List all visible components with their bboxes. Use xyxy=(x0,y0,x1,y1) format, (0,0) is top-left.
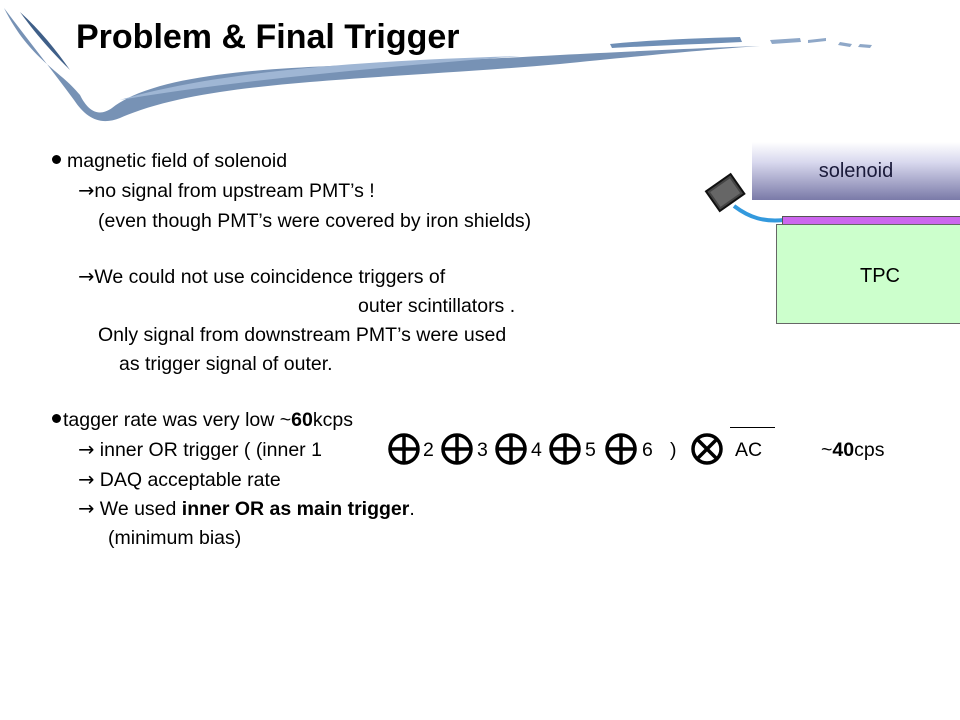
oplus-icon xyxy=(388,433,420,465)
pmt-icon xyxy=(704,172,785,223)
oplus-icon xyxy=(549,433,581,465)
text-coincidence: We could not use coincidence triggers of xyxy=(94,266,446,288)
inner-number-4: 4 xyxy=(531,439,542,461)
text-tagger-rate: tagger rate was very low ~ xyxy=(63,409,292,431)
otimes-icon xyxy=(691,433,723,465)
tpc-block xyxy=(776,224,960,324)
line-no-signal: →no signal from upstream PMT’s ! xyxy=(78,179,375,203)
trigger-rate-prefix: ~ xyxy=(821,439,833,461)
inner-number-2: 2 xyxy=(423,439,434,461)
text-inner-or: inner OR trigger ( (inner 1 xyxy=(99,439,322,461)
arrow-icon: → xyxy=(78,179,95,202)
bullet-line-magnetic: magnetic field of solenoid xyxy=(52,149,287,173)
solenoid-label: solenoid xyxy=(818,160,894,182)
oplus-icon xyxy=(441,433,473,465)
trigger-rate-value: 40 xyxy=(832,439,855,461)
line-inner-or: → inner OR trigger ( (inner 1 xyxy=(78,438,322,462)
title-swoosh-decoration xyxy=(4,8,872,122)
text-iron-shields: (even though PMT’s were covered by iron … xyxy=(98,210,532,232)
inner-number-3: 3 xyxy=(477,439,488,461)
bullet-dot-icon xyxy=(52,155,61,165)
inner-number-5: 5 xyxy=(585,439,596,461)
line-main-trigger: → We used inner OR as main trigger. xyxy=(78,497,415,521)
arrow-icon: → xyxy=(78,265,95,288)
text-we-used: We used xyxy=(99,498,182,520)
solenoid-block xyxy=(752,142,960,200)
close-paren: ) xyxy=(670,439,677,461)
bullet-dot-icon xyxy=(52,414,61,424)
text-no-signal: no signal from upstream PMT’s ! xyxy=(94,180,375,202)
ac-label: AC xyxy=(735,439,763,461)
arrow-icon: → xyxy=(78,497,95,520)
text-daq-rate: DAQ acceptable rate xyxy=(99,469,281,491)
text-downstream-pmts: Only signal from downstream PMT’s were u… xyxy=(98,324,507,346)
line-daq: → DAQ acceptable rate xyxy=(78,468,281,492)
bullet-line-tagger: tagger rate was very low ~60kcps xyxy=(52,408,353,432)
text-magnetic-field: magnetic field of solenoid xyxy=(67,150,288,172)
text-trigger-signal-outer: as trigger signal of outer. xyxy=(119,353,333,375)
arrow-icon: → xyxy=(78,468,95,491)
trigger-rate: ~40cps xyxy=(821,438,884,462)
tagger-rate-value: 60 xyxy=(291,409,313,431)
text-period: . xyxy=(409,498,415,520)
line-coincidence: →We could not use coincidence triggers o… xyxy=(78,265,445,289)
text-minimum-bias: (minimum bias) xyxy=(108,527,242,549)
arrow-icon: → xyxy=(78,438,95,461)
slide-title: Problem & Final Trigger xyxy=(76,18,460,56)
oplus-icon xyxy=(495,433,527,465)
text-outer-scintillators: outer scintillators . xyxy=(358,295,516,317)
trigger-rate-unit: cps xyxy=(854,439,885,461)
tpc-label: TPC xyxy=(860,265,900,287)
ac-overline xyxy=(730,427,775,428)
oplus-icon xyxy=(605,433,637,465)
text-main-trigger: inner OR as main trigger xyxy=(181,498,410,520)
tagger-rate-unit: kcps xyxy=(312,409,353,431)
inner-number-6: 6 xyxy=(642,439,653,461)
